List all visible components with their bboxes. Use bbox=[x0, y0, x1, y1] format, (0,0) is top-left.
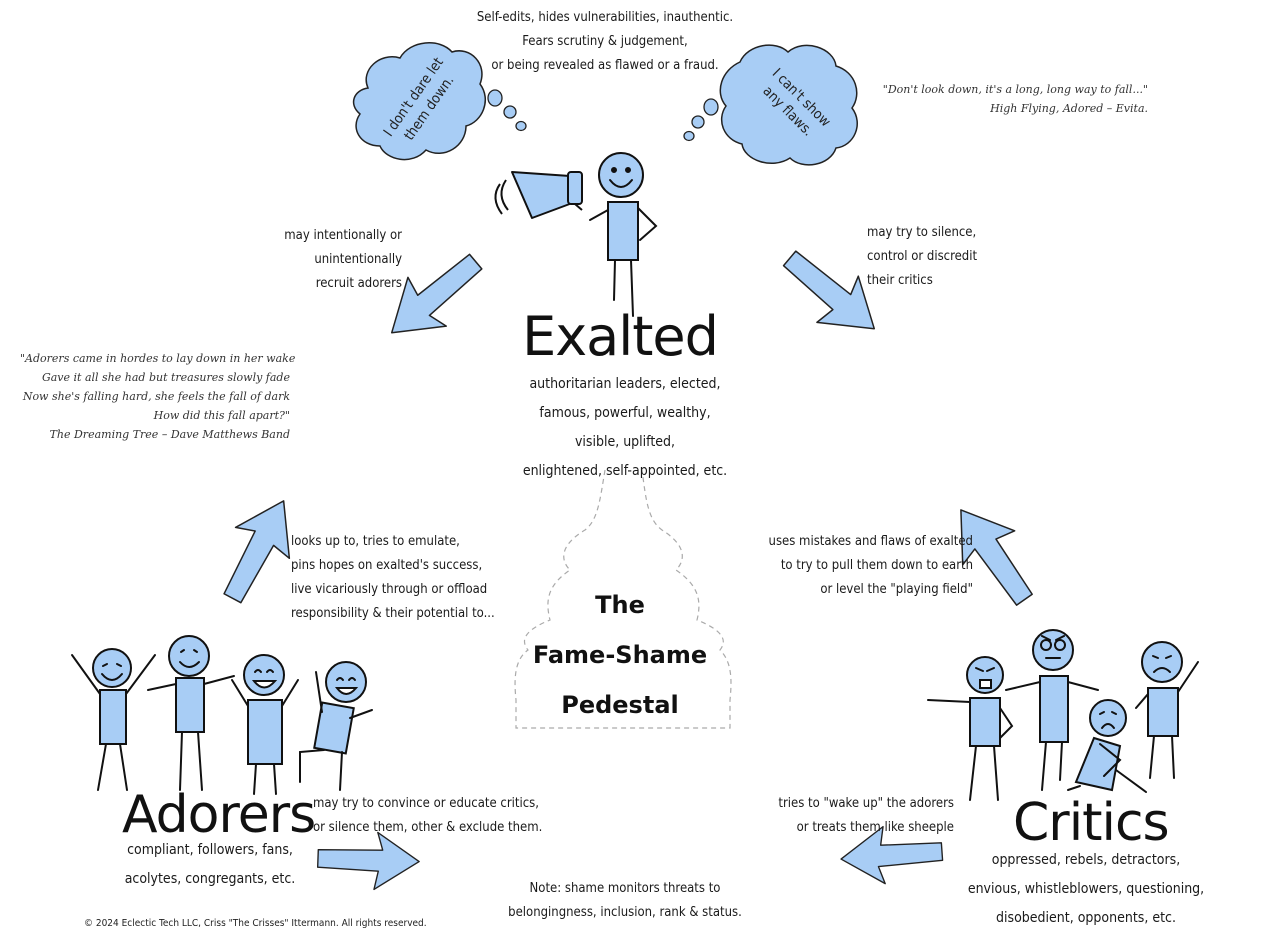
thought-bubble-right bbox=[683, 44, 858, 166]
copyright: © 2024 Eclectic Tech LLC, Criss "The Cri… bbox=[84, 918, 427, 929]
relation-adorers-to-exalted: looks up to, tries to emulate, pins hope… bbox=[291, 534, 495, 621]
exalted-top-note: Self-edits, hides vulnerabilities, inaut… bbox=[476, 10, 734, 73]
quote-evita: "Don't look down, it's a long, long way … bbox=[882, 83, 1148, 115]
adorers-figures bbox=[71, 635, 373, 795]
critics-description: oppressed, rebels, detractors, envious, … bbox=[967, 852, 1205, 926]
adorers-description: compliant, followers, fans, acolytes, co… bbox=[124, 842, 296, 887]
relation-exalted-to-adorers: may intentionally or unintentionally rec… bbox=[284, 228, 402, 291]
quote-dreaming-tree: "Adorers came in hordes to lay down in h… bbox=[20, 352, 296, 441]
pedestal-outline bbox=[514, 469, 732, 729]
megaphone-icon bbox=[494, 171, 583, 219]
exalted-title: Exalted bbox=[522, 305, 719, 368]
critics-title: Critics bbox=[1013, 793, 1170, 853]
exalted-figure bbox=[589, 152, 658, 317]
relation-critics-to-exalted: uses mistakes and flaws of exalted to tr… bbox=[768, 534, 973, 597]
thought-bubble-left bbox=[352, 42, 527, 161]
relation-exalted-to-critics: may try to silence, control or discredit… bbox=[867, 225, 978, 288]
relation-critics-to-adorers: tries to "wake up" the adorers or treats… bbox=[778, 796, 954, 835]
pedestal-title: The Fame-Shame Pedestal bbox=[532, 591, 708, 719]
exalted-description: authoritarian leaders, elected, famous, … bbox=[522, 376, 728, 479]
adorers-title: Adorers bbox=[122, 785, 316, 845]
critics-figures bbox=[927, 629, 1199, 801]
relation-adorers-to-critics: may try to convince or educate critics, … bbox=[313, 796, 543, 835]
shame-note: Note: shame monitors threats to belongin… bbox=[508, 881, 742, 920]
